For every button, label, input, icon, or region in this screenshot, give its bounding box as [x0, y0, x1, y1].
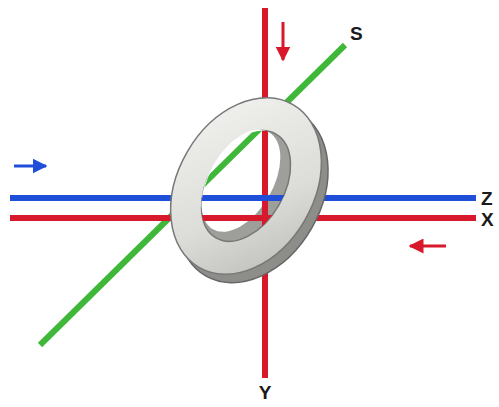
wire-label: Z: [481, 189, 493, 208]
wire-label: S: [350, 24, 363, 43]
wires-through-core: [10, 8, 476, 378]
ferrite-core: [138, 71, 360, 310]
current-arrow: [282, 22, 285, 60]
wire-label: Y: [259, 383, 272, 402]
wires: [10, 8, 476, 378]
z-wire: [10, 195, 476, 201]
current-arrow: [410, 245, 446, 248]
y-wire: [262, 8, 268, 378]
x-wire: [10, 215, 476, 221]
wire-label: X: [481, 210, 494, 229]
current-arrow: [14, 165, 46, 168]
